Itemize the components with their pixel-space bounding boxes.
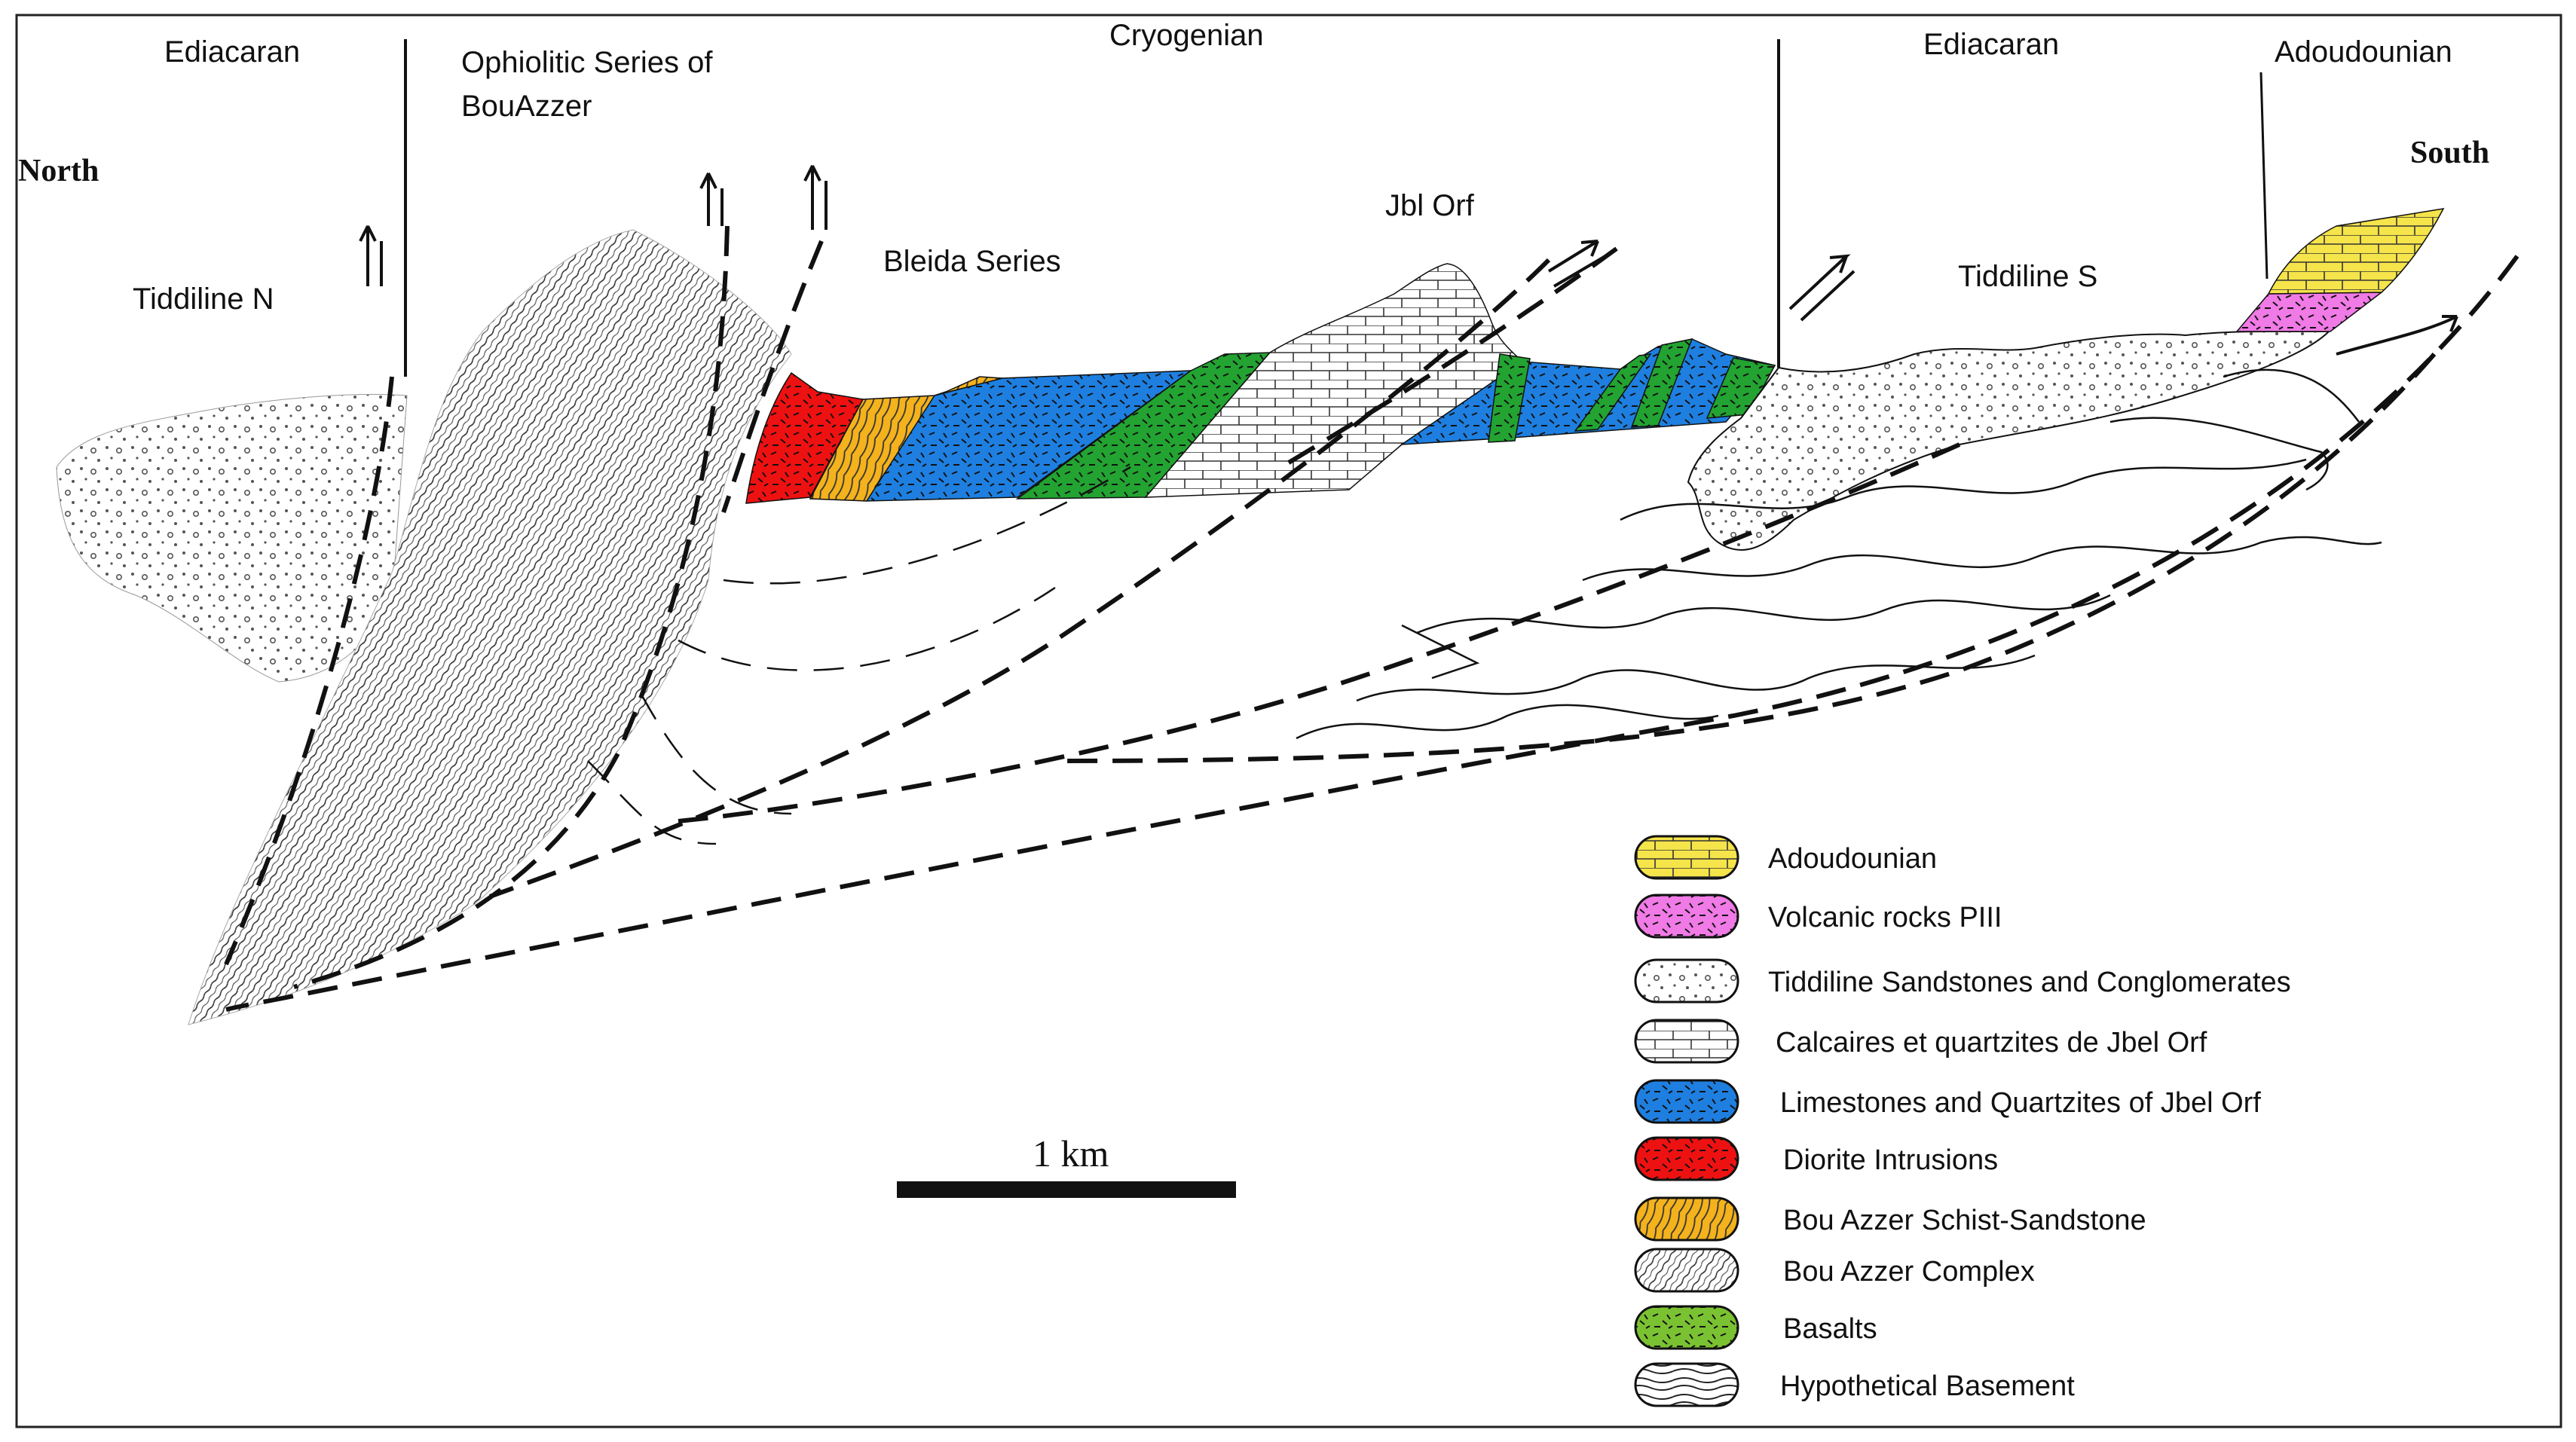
legend-label: Adoudounian <box>1768 843 1937 875</box>
legend-swatch <box>1634 1019 1739 1064</box>
basalt-strip-1 <box>1488 353 1531 443</box>
fault-lines-thin <box>587 466 1131 845</box>
jbel-orf-limestone-body <box>1144 263 1524 498</box>
legend-swatch <box>1634 1136 1739 1181</box>
legend-swatch <box>1634 1248 1739 1293</box>
direction-south: South <box>2410 136 2489 170</box>
scale-bar-label: 1 km <box>1033 1132 1109 1175</box>
scale-bar-line <box>897 1181 1236 1198</box>
fault-lines <box>224 225 2519 1012</box>
adoudounian-body <box>2267 208 2445 295</box>
bou-azzer-complex-body <box>188 229 792 1025</box>
legend-label: Volcanic rocks PIII <box>1768 902 2002 933</box>
diorite-intrusion-body <box>745 371 864 504</box>
legend-label: Hypothetical Basement <box>1780 1370 2075 1402</box>
period-label-ediacaran-right: Ediacaran <box>1923 28 2059 61</box>
place-label-jbl-orf: Jbl Orf <box>1385 189 1475 222</box>
legend-swatch <box>1634 1305 1739 1350</box>
legend-swatch <box>1634 958 1739 1004</box>
place-label-bleida-series: Bleida Series <box>883 245 1061 278</box>
scale-bar: 1 km <box>897 1132 1236 1198</box>
legend-swatch <box>1634 1362 1739 1407</box>
legend-swatch <box>1634 1196 1739 1242</box>
legend-label: Diorite Intrusions <box>1783 1144 1998 1176</box>
hypothetical-basement-waves <box>1296 368 2382 740</box>
legend-label: Bou Azzer Complex <box>1783 1256 2035 1288</box>
basalt-strip-2 <box>1574 353 1652 432</box>
basalt-strip-3 <box>1630 338 1693 428</box>
legend-label: Basalts <box>1783 1313 1877 1345</box>
period-label-ophiolitic-line2: BouAzzer <box>461 90 592 123</box>
tiddiline-n-sandstone <box>56 393 408 683</box>
place-label-tiddiline-s: Tiddiline S <box>1958 260 2097 293</box>
thrust-arrows <box>359 165 2458 356</box>
legend-swatch <box>1634 835 1739 880</box>
period-label-adoudounian: Adoudounian <box>2275 35 2452 69</box>
period-label-ediacaran-left: Ediacaran <box>164 35 300 69</box>
period-label-cryogenian: Cryogenian <box>1109 19 1264 52</box>
legend-label: Tiddiline Sandstones and Conglomerates <box>1768 967 2291 998</box>
direction-north: North <box>18 154 99 188</box>
period-boundary-adoudounian <box>2259 72 2269 280</box>
limestone-quartzite-body-left <box>865 370 1193 502</box>
tiddiline-s-sandstone <box>1687 331 2331 551</box>
legend-label: Limestones and Quartzites of Jbel Orf <box>1780 1087 2261 1119</box>
legend-label: Bou Azzer Schist-Sandstone <box>1783 1205 2146 1236</box>
legend-swatch <box>1634 1079 1739 1124</box>
legend-swatch <box>1634 894 1739 939</box>
legend-label: Calcaires et quartzites de Jbel Orf <box>1776 1027 2207 1059</box>
place-label-tiddiline-n: Tiddiline N <box>133 283 274 316</box>
period-label-ophiolitic-line1: Ophiolitic Series of <box>461 46 713 79</box>
